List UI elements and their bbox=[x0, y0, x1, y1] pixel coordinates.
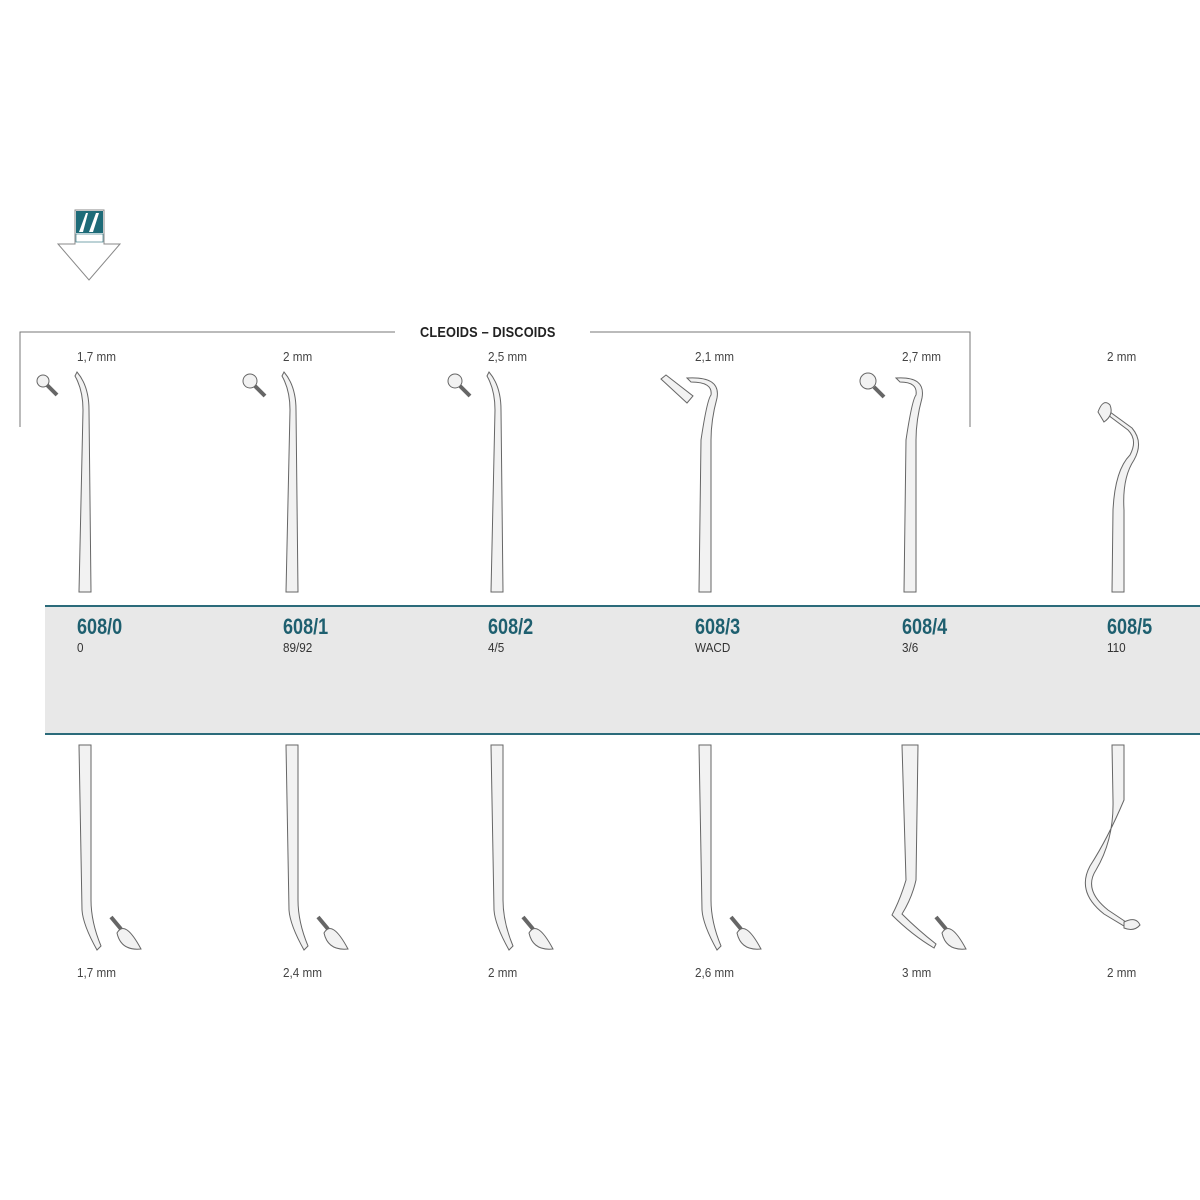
teardrop-tip-icon bbox=[1097, 402, 1112, 423]
tip-stem bbox=[729, 915, 743, 931]
top-tip-size: 1,7 mm bbox=[77, 349, 117, 364]
product-reference: 3/6 bbox=[902, 640, 919, 655]
product-reference: 4/5 bbox=[488, 640, 505, 655]
instrument-upper-end bbox=[1107, 411, 1139, 593]
instrument-lower-end bbox=[78, 744, 102, 951]
instrument-lower-end bbox=[490, 744, 514, 951]
medesy-logo bbox=[56, 209, 122, 281]
top-tip-size: 2,1 mm bbox=[695, 349, 735, 364]
product-reference: WACD bbox=[695, 640, 731, 655]
product-code: 608/3 bbox=[695, 614, 741, 639]
disc-tip-icon bbox=[36, 374, 50, 388]
tip-stem bbox=[872, 385, 886, 399]
bottom-tip-size: 3 mm bbox=[902, 965, 932, 980]
instrument-upper-end bbox=[281, 371, 299, 593]
bottom-tip-size: 2 mm bbox=[1107, 965, 1137, 980]
teardrop-tip-icon bbox=[1123, 919, 1141, 930]
disc-tip-icon bbox=[859, 372, 877, 390]
tip-stem bbox=[45, 383, 59, 397]
product-code: 608/5 bbox=[1107, 614, 1153, 639]
cleoid-tip-icon bbox=[736, 928, 762, 950]
product-code: 608/2 bbox=[488, 614, 534, 639]
instrument-lower-end bbox=[698, 744, 722, 951]
product-reference: 0 bbox=[77, 640, 84, 655]
tip-stem bbox=[458, 384, 472, 398]
instrument-lower-end bbox=[891, 744, 937, 949]
top-tip-size: 2 mm bbox=[283, 349, 313, 364]
top-tip-size: 2 mm bbox=[1107, 349, 1137, 364]
instrument-lower-end bbox=[285, 744, 309, 951]
product-reference: 89/92 bbox=[283, 640, 313, 655]
cleoid-tip-icon bbox=[323, 928, 349, 950]
bottom-tip-size: 2,4 mm bbox=[283, 965, 323, 980]
tip-stem bbox=[253, 384, 267, 398]
group-bracket bbox=[19, 331, 971, 427]
product-code: 608/1 bbox=[283, 614, 329, 639]
instrument-upper-end bbox=[74, 371, 92, 593]
cleoid-tip-icon bbox=[116, 928, 142, 950]
disc-tip-icon bbox=[242, 373, 258, 389]
top-tip-size: 2,7 mm bbox=[902, 349, 942, 364]
product-code: 608/0 bbox=[77, 614, 123, 639]
group-title: CLEOIDS – DISCOIDS bbox=[420, 324, 556, 341]
instrument-lower-end bbox=[1084, 744, 1127, 927]
bottom-tip-size: 2 mm bbox=[488, 965, 518, 980]
cleoid-tip-icon bbox=[528, 928, 554, 950]
blade-tip-icon bbox=[660, 374, 694, 404]
instrument-upper-end bbox=[685, 377, 718, 593]
disc-tip-icon bbox=[447, 373, 463, 389]
top-tip-size: 2,5 mm bbox=[488, 349, 528, 364]
instrument-upper-end bbox=[486, 371, 504, 593]
product-reference: 110 bbox=[1107, 640, 1126, 655]
cleoid-tip-icon bbox=[941, 928, 967, 950]
instrument-upper-end bbox=[894, 377, 923, 593]
tip-stem bbox=[109, 915, 123, 931]
product-band bbox=[45, 605, 1200, 735]
bottom-tip-size: 2,6 mm bbox=[695, 965, 735, 980]
bottom-tip-size: 1,7 mm bbox=[77, 965, 117, 980]
tip-stem bbox=[521, 915, 535, 931]
tip-stem bbox=[934, 915, 948, 931]
tip-stem bbox=[316, 915, 330, 931]
product-code: 608/4 bbox=[902, 614, 948, 639]
